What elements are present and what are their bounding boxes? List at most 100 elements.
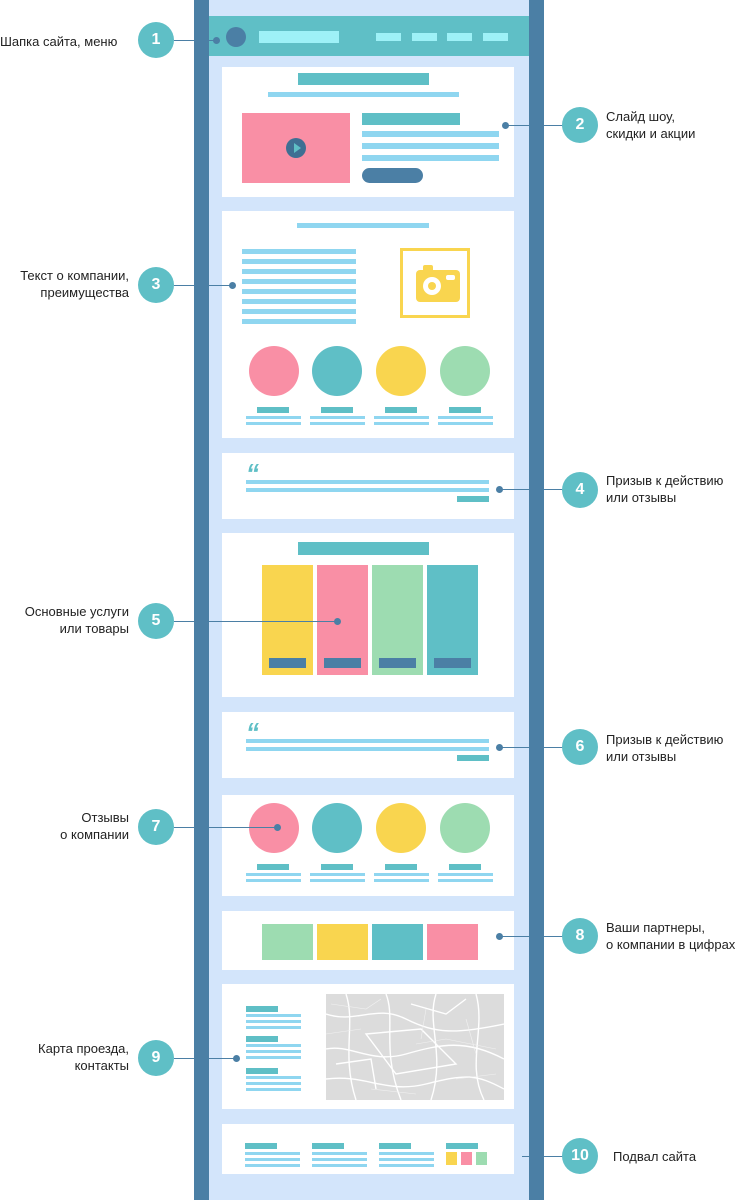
callout-line-3	[174, 285, 232, 286]
footer-section	[222, 1124, 514, 1174]
advantage-text-line	[438, 416, 493, 419]
callout-dot-7	[274, 824, 281, 831]
about-text-line	[242, 249, 356, 254]
cta-text-line	[246, 739, 489, 743]
service-button	[379, 658, 416, 668]
section-title-bar	[298, 73, 429, 85]
service-card	[317, 565, 368, 675]
contact-text-line	[246, 1088, 301, 1091]
footer-text-line	[312, 1158, 367, 1161]
callout-line-8	[499, 936, 565, 937]
callout-label-9: Карта проезда, контакты	[38, 1041, 129, 1073]
menu-item	[412, 33, 437, 41]
review-text-line	[246, 873, 301, 876]
contact-text-line	[246, 1014, 301, 1017]
contact-title-bar	[246, 1006, 278, 1012]
slide-text-line	[362, 131, 499, 137]
callout-badge-6: 6	[562, 729, 598, 765]
slide-image	[242, 113, 350, 183]
contact-text-line	[246, 1050, 301, 1053]
callout-label-1: Шапка сайта, меню	[0, 34, 118, 49]
partner-logo	[372, 924, 423, 960]
advantage-text-line	[246, 422, 301, 425]
contact-text-line	[246, 1044, 301, 1047]
contact-text-line	[246, 1026, 301, 1029]
advantage-circle	[249, 346, 299, 396]
social-icon	[446, 1152, 457, 1165]
footer-text-line	[312, 1152, 367, 1155]
review-name-bar	[257, 864, 289, 870]
contact-text-line	[246, 1020, 301, 1023]
callout-label-8: Ваши партнеры, о компании в цифрах	[606, 920, 736, 952]
callout-label-7: Отзывы о компании	[60, 810, 129, 842]
callout-badge-4: 4	[562, 472, 598, 508]
about-text-line	[242, 299, 356, 304]
advantage-text-line	[310, 416, 365, 419]
about-text-line	[242, 259, 356, 264]
slide-title-bar	[362, 113, 460, 125]
callout-dot-5	[334, 618, 341, 625]
about-section	[222, 211, 514, 438]
review-avatar	[312, 803, 362, 853]
callout-line-7	[174, 827, 277, 828]
partner-logo	[427, 924, 478, 960]
callout-label-2: Слайд шоу, скидки и акции	[606, 109, 696, 141]
review-name-bar	[321, 864, 353, 870]
partners-section	[222, 911, 514, 970]
service-button	[269, 658, 306, 668]
review-name-bar	[385, 864, 417, 870]
callout-dot-9	[233, 1055, 240, 1062]
advantage-circle	[440, 346, 490, 396]
callout-badge-5: 5	[138, 603, 174, 639]
service-card	[372, 565, 423, 675]
services-section	[222, 533, 514, 697]
callout-badge-1: 1	[138, 22, 174, 58]
footer-text-line	[312, 1164, 367, 1167]
about-text-line	[242, 309, 356, 314]
reviews-section	[222, 795, 514, 896]
service-button	[434, 658, 471, 668]
menu-item	[376, 33, 401, 41]
callout-badge-2: 2	[562, 107, 598, 143]
section-title-bar	[297, 223, 429, 228]
callout-badge-10: 10	[562, 1138, 598, 1174]
logo-circle	[226, 27, 246, 47]
callout-line-2	[505, 125, 565, 126]
callout-line-6	[499, 747, 565, 748]
advantage-text-line	[374, 416, 429, 419]
footer-text-line	[245, 1158, 300, 1161]
footer-title-bar	[245, 1143, 277, 1149]
callout-dot-1	[213, 37, 220, 44]
callout-label-4: Призыв к действию или отзывы	[606, 473, 724, 505]
advantage-text-line	[374, 422, 429, 425]
camera-icon	[416, 265, 460, 302]
advantage-title-bar	[257, 407, 289, 413]
review-avatar	[376, 803, 426, 853]
footer-title-bar	[312, 1143, 344, 1149]
review-text-line	[374, 873, 429, 876]
review-text-line	[310, 879, 365, 882]
callout-label-10: Подвал сайта	[613, 1149, 697, 1164]
advantage-circle	[312, 346, 362, 396]
footer-text-line	[379, 1158, 434, 1161]
photo-frame	[400, 248, 470, 318]
cta-section-1: “	[222, 453, 514, 519]
callout-badge-3: 3	[138, 267, 174, 303]
slide-button	[362, 168, 423, 183]
footer-title-bar	[379, 1143, 411, 1149]
advantage-circle	[376, 346, 426, 396]
service-card	[262, 565, 313, 675]
social-icon	[476, 1152, 487, 1165]
callout-line-1	[174, 40, 216, 41]
footer-title-bar	[446, 1143, 478, 1149]
contact-title-bar	[246, 1036, 278, 1042]
cta-author-bar	[457, 755, 489, 761]
section-title-bar	[298, 542, 429, 555]
footer-text-line	[245, 1164, 300, 1167]
footer-text-line	[379, 1164, 434, 1167]
callout-label-5: Основные услуги или товары	[24, 604, 129, 636]
callout-label-6: Призыв к действию или отзывы	[606, 732, 724, 764]
review-text-line	[246, 879, 301, 882]
section-subtitle-bar	[268, 92, 459, 97]
quote-icon: “	[246, 458, 259, 488]
